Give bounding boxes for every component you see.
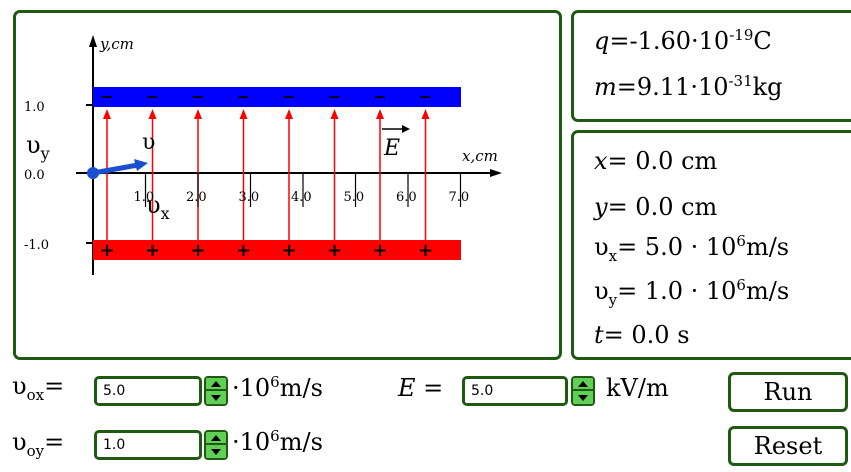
plot-panel: y,cm x,cm 1.0 0.0 -1.0 −+−+−+−+−+−+−+−+ … (13, 10, 562, 360)
x-tick-label: 7.0 (449, 190, 470, 205)
field-line-arrowhead (103, 109, 111, 119)
field-line-arrowhead (148, 109, 157, 119)
field-line-arrowhead (239, 109, 248, 119)
x-position-readout: x= 0.0 cm (594, 147, 718, 175)
bottom-plate (93, 240, 461, 260)
e-unit: kV/m (606, 374, 669, 402)
voy-decrement-button[interactable] (206, 445, 226, 458)
voy-unit: ·106m/s (232, 427, 323, 456)
field-line-arrowhead (194, 109, 202, 119)
run-button[interactable]: Run (728, 372, 848, 412)
arrow-down-icon (211, 394, 221, 401)
plate-signs: − + − + − + − + − + − + − + − + (99, 87, 433, 261)
y-axis-label: y,cm (99, 35, 134, 53)
top-plate-sign: − (373, 87, 386, 106)
e-increment-button[interactable] (573, 378, 593, 391)
particle (87, 167, 99, 179)
vox-increment-button[interactable] (206, 378, 226, 391)
voy-label: υoy= (12, 428, 65, 460)
bottom-plate-sign: + (236, 240, 251, 261)
velocity-vector (92, 162, 139, 176)
bottom-plate-sign: + (190, 240, 205, 261)
bottom-plate-sign: + (281, 240, 296, 261)
e-label: E = (398, 374, 444, 402)
vox-input[interactable] (94, 376, 202, 406)
time-readout: t= 0.0 s (594, 321, 690, 349)
mass-readout: m=9.11·10-31kg (594, 72, 783, 101)
vy-label: υy (26, 131, 50, 163)
field-line-arrowhead (330, 109, 339, 119)
y-position-readout: y= 0.0 cm (594, 193, 718, 221)
e-field-input[interactable] (462, 376, 568, 406)
x-ticks: 1.0 2.0 3.0 4.0 5.0 6.0 7.0 (134, 173, 470, 207)
vox-label: υox= (12, 372, 65, 404)
top-plate-sign: − (146, 87, 159, 106)
bottom-plate-sign: + (99, 240, 114, 261)
voy-input[interactable] (94, 430, 202, 460)
top-plate-sign: − (191, 87, 204, 106)
field-line-arrowhead (421, 109, 430, 119)
x-tick-label: 3.0 (239, 190, 260, 205)
v-label: υ (142, 130, 155, 155)
x-axis-arrow (490, 169, 502, 177)
top-plate-sign: − (282, 87, 295, 106)
field-line-arrowhead (285, 109, 293, 119)
y-tick-label: 0.0 (24, 168, 45, 183)
field-lines (103, 109, 430, 240)
state-readout-panel: x= 0.0 cm y= 0.0 cm υx= 5.0 · 106m/s υy=… (571, 130, 851, 360)
particle-properties-panel: q=-1.60·10-19C m=9.11·10-31kg (571, 10, 851, 122)
e-stepper[interactable] (571, 376, 595, 406)
x-tick-label: 6.0 (396, 190, 417, 205)
vx-label: υx (146, 191, 170, 223)
y-axis-arrow (89, 35, 97, 47)
top-plate-sign: − (328, 87, 341, 106)
arrow-up-icon (578, 380, 588, 387)
e-decrement-button[interactable] (573, 391, 593, 404)
vx-readout: υx= 5.0 · 106m/s (594, 232, 790, 265)
arrow-up-icon (211, 380, 221, 387)
voy-stepper[interactable] (204, 430, 228, 460)
x-axis-label: x,cm (462, 147, 498, 165)
y-tick-label: -1.0 (24, 238, 49, 253)
arrow-down-icon (211, 448, 221, 455)
x-tick-label: 4.0 (291, 190, 312, 205)
plot-canvas: y,cm x,cm 1.0 0.0 -1.0 −+−+−+−+−+−+−+−+ … (24, 35, 502, 275)
arrow-down-icon (578, 394, 588, 401)
bottom-plate-sign: + (145, 240, 160, 261)
x-tick-label: 5.0 (344, 190, 365, 205)
vox-unit: ·106m/s (232, 373, 323, 402)
vox-decrement-button[interactable] (206, 391, 226, 404)
bottom-plate-sign: + (418, 240, 433, 261)
top-plate-sign: − (237, 87, 250, 106)
field-label: E (383, 136, 400, 161)
velocity-arrowhead (134, 159, 148, 171)
x-tick-label: 1.0 (134, 190, 155, 205)
arrow-up-icon (211, 434, 221, 441)
top-plate-sign: − (100, 87, 113, 106)
top-plate-sign: − (419, 87, 432, 106)
bottom-plate-sign: + (327, 240, 342, 261)
vy-readout: υy= 1.0 · 106m/s (594, 276, 790, 309)
x-tick-label: 2.0 (186, 190, 207, 205)
bottom-plate-sign: + (372, 240, 387, 261)
voy-increment-button[interactable] (206, 432, 226, 445)
y-tick-label: 1.0 (24, 100, 45, 115)
top-plate (93, 87, 461, 107)
vox-stepper[interactable] (204, 376, 228, 406)
reset-button[interactable]: Reset (728, 426, 848, 466)
charge-readout: q=-1.60·10-19C (594, 26, 772, 55)
field-line-arrowhead (376, 109, 384, 119)
field-vector-arrowhead (402, 125, 410, 133)
